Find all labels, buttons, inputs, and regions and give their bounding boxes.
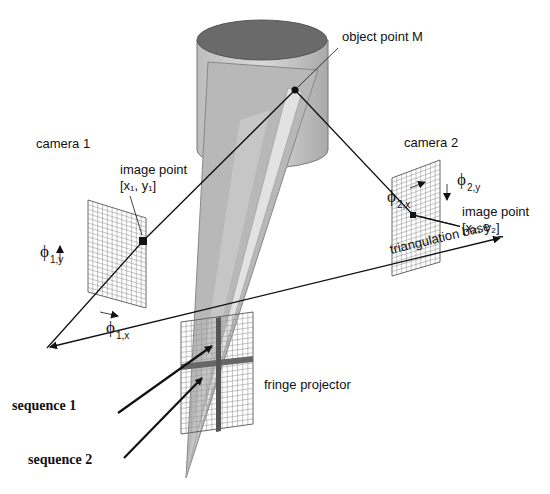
angle-label: 2,y [467, 182, 480, 194]
phi-arrow [410, 182, 425, 188]
sequence-label: sequence 2 [28, 452, 92, 468]
part-label: object point M [340, 30, 425, 45]
grid-line [88, 209, 146, 227]
grid-line [88, 260, 146, 277]
grid-line [88, 283, 146, 299]
grid-line [88, 251, 146, 268]
phi-arrow [447, 184, 448, 200]
grid-line [88, 292, 146, 308]
grid-line [88, 274, 146, 290]
ray-camera1 [47, 90, 295, 348]
part-label: camera 2 [404, 136, 458, 151]
part-label: image point [460, 205, 531, 220]
grid-line [88, 214, 146, 232]
grid-line [392, 160, 440, 178]
angle-label: 1,x [116, 330, 129, 342]
sequence-arrow [118, 346, 212, 413]
projector-grid [181, 312, 253, 434]
grid-line [88, 287, 146, 303]
grid-line [88, 241, 146, 258]
angle-label: 2,x [397, 199, 410, 211]
leader [130, 196, 142, 235]
sequence-label: sequence 1 [12, 398, 76, 414]
grid-line [88, 228, 146, 245]
part-label: image point [118, 163, 189, 178]
angle-label: 1,y [50, 254, 63, 266]
angle-label: ϕ [40, 242, 49, 262]
part-label: camera 1 [36, 137, 90, 152]
image-point-1 [139, 237, 147, 245]
phi-arrow [100, 312, 118, 316]
cylinder-top [197, 20, 327, 60]
angle-label: ϕ [457, 170, 466, 190]
image-point-2 [410, 212, 416, 218]
grid-line [392, 165, 440, 183]
light-plane [186, 88, 302, 478]
grid-line [392, 197, 440, 214]
grid-line [392, 174, 440, 191]
leader [417, 216, 455, 225]
grid-line [392, 211, 440, 227]
projector-beam [186, 62, 318, 478]
triangulation-base [50, 238, 500, 347]
grid-line [88, 223, 146, 241]
grid-line [392, 262, 440, 276]
grid-line [392, 179, 440, 196]
object-point [292, 87, 299, 94]
part-label: fringe projector [262, 378, 353, 393]
sequence-arrow [124, 378, 202, 458]
grid-line [392, 216, 440, 232]
part-label: [x₁, y₁] [118, 179, 158, 194]
grid-line [392, 169, 440, 187]
angle-label: ϕ [387, 187, 396, 207]
beam-shade [186, 110, 270, 478]
angle-label: ϕ [106, 318, 115, 338]
grid-line [88, 246, 146, 263]
grid-line [88, 264, 146, 281]
vertical-fringe [216, 317, 221, 432]
grid-line [88, 200, 146, 218]
grid-line [88, 269, 146, 286]
leader [298, 48, 338, 87]
grid-line [88, 237, 146, 254]
